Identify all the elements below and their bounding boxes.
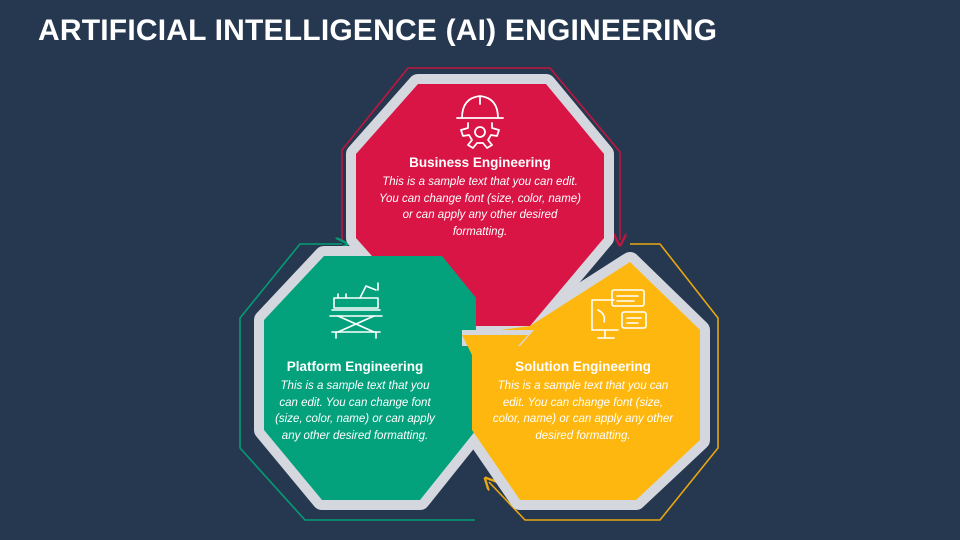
solution-heading: Solution Engineering xyxy=(515,359,651,374)
solution-description: This is a sample text that you can edit.… xyxy=(492,380,674,442)
chat-monitor-icon xyxy=(591,289,647,339)
page-title: ARTIFICIAL INTELLIGENCE (AI) ENGINEERING xyxy=(38,14,718,47)
platform-machine-icon xyxy=(329,282,383,339)
business-heading: Business Engineering xyxy=(409,155,551,170)
solution-block xyxy=(472,262,700,500)
platform-text-block: Platform Engineering This is a sample te… xyxy=(270,358,440,444)
platform-cycle-arrow xyxy=(239,244,475,521)
solution-text-block: Solution Engineering This is a sample te… xyxy=(492,358,674,444)
hard-hat-gear-icon xyxy=(456,95,504,149)
business-cycle-arrow xyxy=(341,67,620,240)
business-text-block: Business Engineering This is a sample te… xyxy=(378,154,582,240)
platform-heading: Platform Engineering xyxy=(286,359,424,374)
solution-cycle-arrow xyxy=(489,243,719,521)
business-description: This is a sample text that you can edit.… xyxy=(378,176,581,238)
platform-description: This is a sample text that you can edit.… xyxy=(275,380,435,442)
platform-block xyxy=(264,256,476,500)
